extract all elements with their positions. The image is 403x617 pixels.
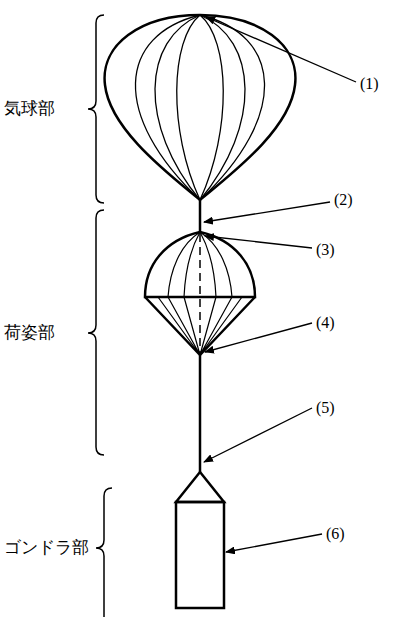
parachute (145, 200, 255, 472)
leader-line (204, 17, 356, 552)
callout-number: (1) (360, 74, 379, 93)
callout-number: (2) (334, 190, 353, 209)
callout-number: (3) (316, 240, 335, 259)
part-name: 荷姿部 (4, 322, 55, 342)
gondola (176, 472, 224, 608)
callout-number: (6) (326, 524, 345, 543)
callout-number: (5) (316, 398, 335, 417)
bracket (88, 15, 112, 617)
part-name: ゴンドラ部 (4, 537, 89, 557)
callout-number: (4) (316, 313, 335, 332)
part-name: 気球部 (4, 98, 55, 118)
